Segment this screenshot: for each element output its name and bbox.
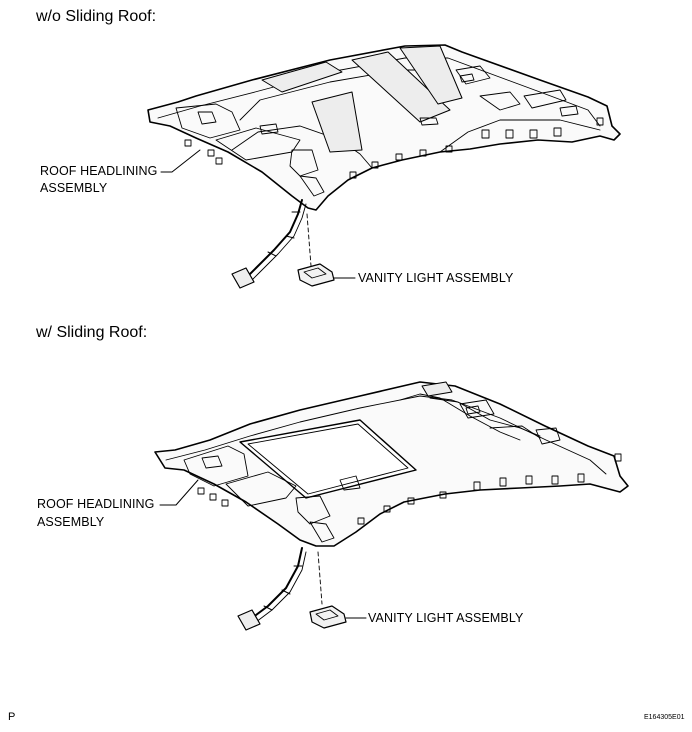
headlining-without-sliding-roof — [147, 44, 621, 289]
vanity-light-label: VANITY LIGHT ASSEMBLY — [358, 271, 514, 285]
page-marker: P — [8, 711, 16, 723]
heading-with-sliding-roof: w/ Sliding Roof: — [36, 324, 148, 341]
headlining-with-sliding-roof — [154, 381, 629, 631]
heading-without-sliding-roof: w/o Sliding Roof: — [36, 8, 157, 25]
figure-id: E164305E01 — [644, 714, 685, 721]
roof-headlining-label-line1: ROOF HEADLINING — [37, 497, 155, 511]
roof-headlining-label-line2: ASSEMBLY — [37, 515, 105, 529]
roof-headlining-label-line2: ASSEMBLY — [40, 181, 108, 195]
roof-headlining-label-line1: ROOF HEADLINING — [40, 164, 158, 178]
vanity-light-label: VANITY LIGHT ASSEMBLY — [368, 611, 524, 625]
